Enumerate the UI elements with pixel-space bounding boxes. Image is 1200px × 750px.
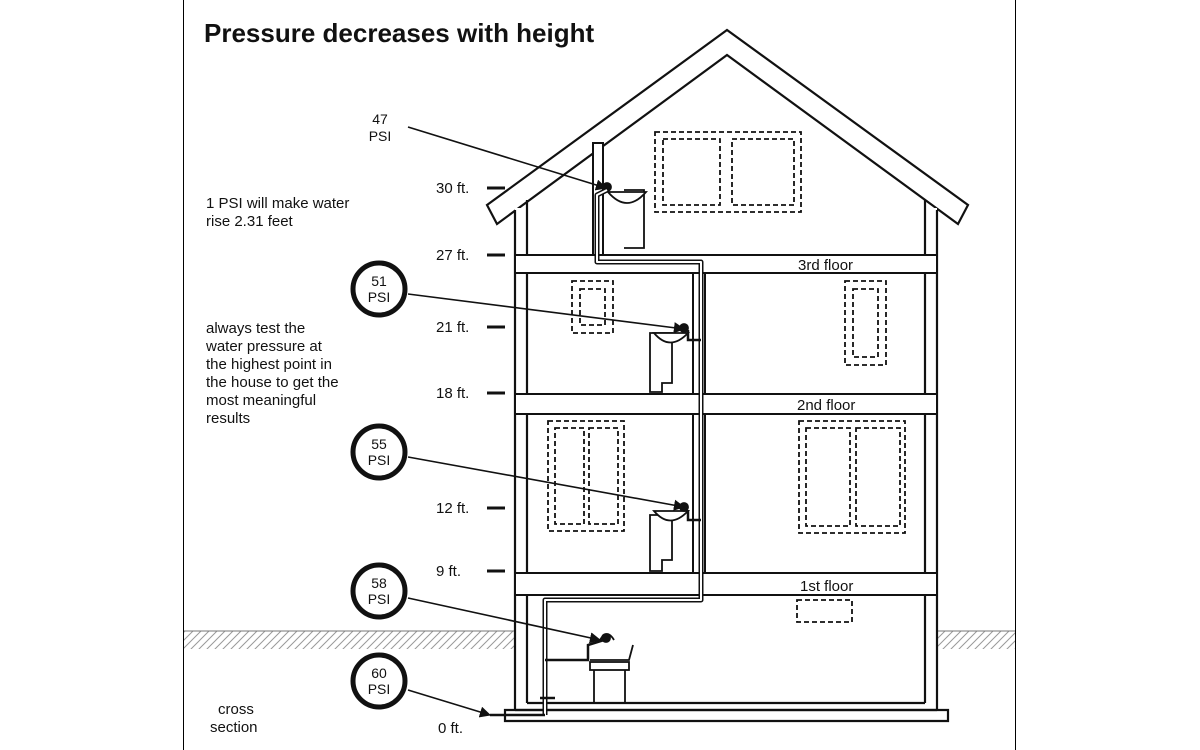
sink-attic <box>602 182 648 249</box>
height-label-0: 0 ft. <box>438 720 463 737</box>
floor-slabs <box>514 254 938 596</box>
water-pipes-inner <box>544 189 702 715</box>
pressure-bubbles <box>350 260 408 710</box>
tub-first-floor <box>589 633 634 704</box>
height-label-18: 18 ft. <box>436 385 469 402</box>
rule-note-line-1: 1 PSI will make water <box>206 195 349 212</box>
psi-60-unit: PSI <box>368 681 391 697</box>
height-labels: 30 ft. 27 ft. 21 ft. 18 ft. 12 ft. 9 ft.… <box>436 180 469 737</box>
psi-58-unit: PSI <box>368 591 391 607</box>
advice-line-6: results <box>206 410 250 427</box>
psi-60-value: 60 <box>371 665 387 681</box>
advice-line-4: the house to get the <box>206 374 339 391</box>
height-label-21: 21 ft. <box>436 319 469 336</box>
rule-note-line-2: rise 2.31 feet <box>206 213 294 230</box>
height-label-27: 27 ft. <box>436 247 469 264</box>
height-label-12: 12 ft. <box>436 500 469 517</box>
callout-arrows <box>407 126 686 718</box>
advice-line-3: the highest point in <box>206 356 332 373</box>
psi-47-unit: PSI <box>369 128 392 144</box>
floor-label-first: 1st floor <box>800 578 853 595</box>
psi-47-value: 47 <box>372 111 388 127</box>
psi-55-value: 55 <box>371 436 387 452</box>
advice-line-2: water pressure at <box>205 338 323 355</box>
house-walls <box>503 200 950 723</box>
psi-labels: 47 PSI 51 PSI 55 PSI 58 PSI 60 PSI <box>368 111 392 697</box>
floor-labels: 3rd floor 2nd floor 1st floor <box>797 257 855 595</box>
diagram-title: Pressure decreases with height <box>204 18 595 48</box>
psi-55-unit: PSI <box>368 452 391 468</box>
psi-58-value: 58 <box>371 575 387 591</box>
height-label-9: 9 ft. <box>436 563 461 580</box>
floor-label-third: 3rd floor <box>798 257 853 274</box>
floor-label-second: 2nd floor <box>797 397 855 414</box>
height-label-30: 30 ft. <box>436 180 469 197</box>
psi-51-value: 51 <box>371 273 387 289</box>
cross-section-label-line-2: section <box>210 719 258 736</box>
cross-section-label-line-1: cross <box>218 701 254 718</box>
height-ticks <box>487 186 505 573</box>
roof <box>485 28 970 226</box>
windows <box>547 131 906 623</box>
advice-line-1: always test the <box>206 320 305 337</box>
advice-line-5: most meaningful <box>206 392 316 409</box>
psi-51-unit: PSI <box>368 289 391 305</box>
